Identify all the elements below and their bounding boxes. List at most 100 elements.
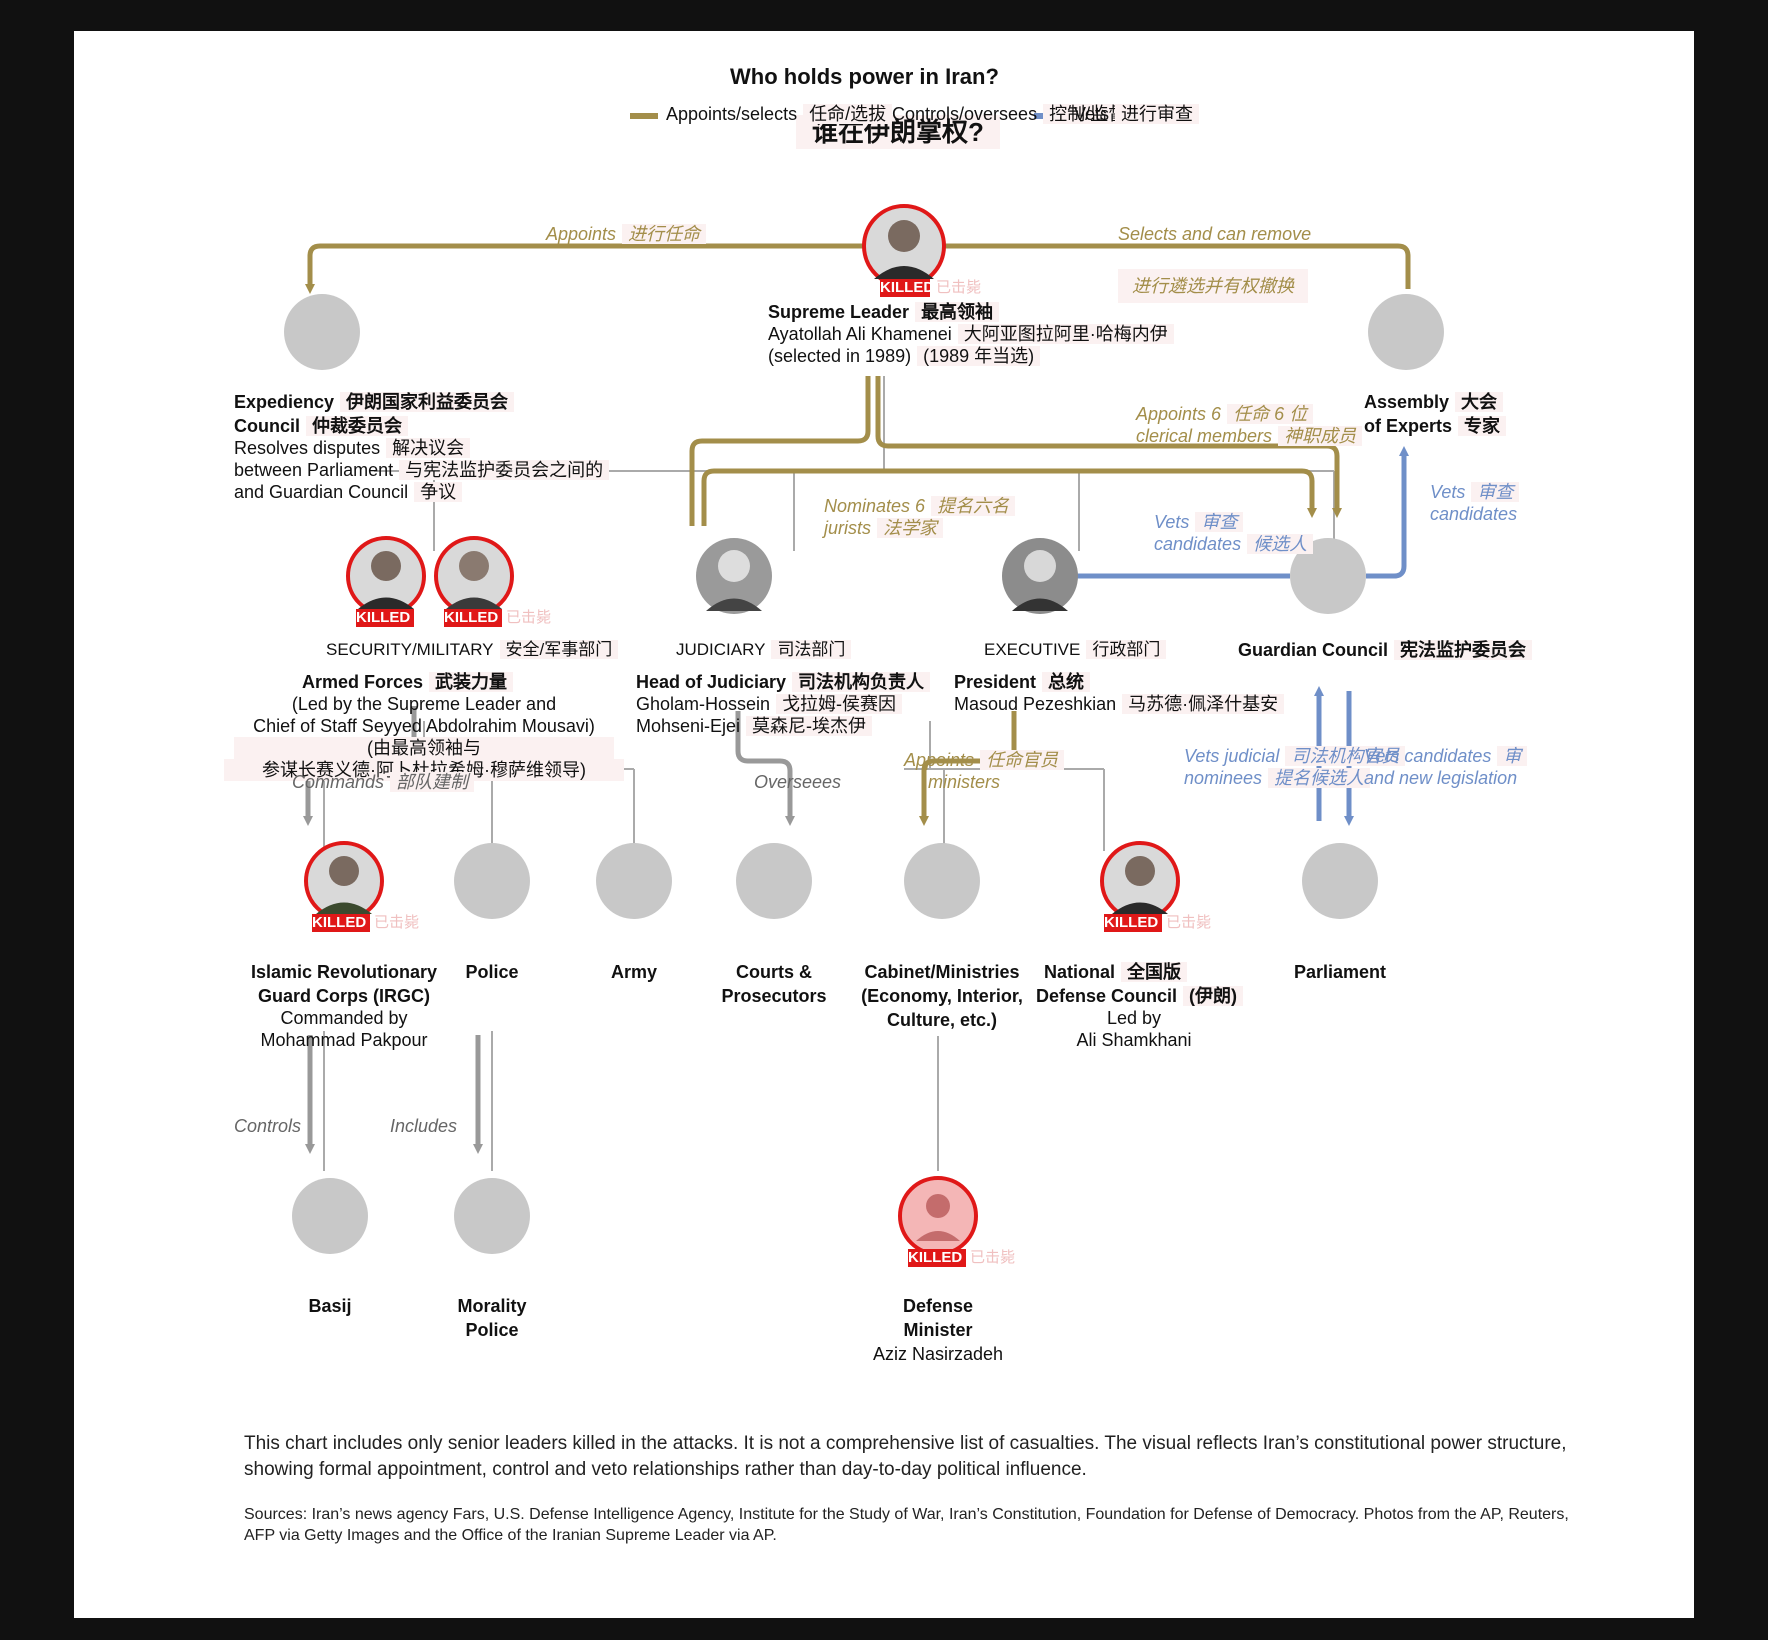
legend-swatch-appoints — [630, 113, 658, 119]
irgc-desc-1: Commanded by — [280, 1008, 408, 1028]
chart-canvas: Who holds power in Iran? 谁在伊朗掌权? Appoint… — [74, 31, 1694, 1618]
killed-badge: KILLED — [444, 609, 499, 626]
cabinet-node — [904, 843, 980, 919]
army-title: Army — [610, 962, 658, 982]
ndc-desc-1: Led by — [1106, 1008, 1162, 1028]
parliament-title: Parliament — [1293, 962, 1387, 982]
defense-minister-title-2: Minister — [903, 1320, 973, 1340]
armed-forces-desc-2: Chief of Staff Seyyed Abdolrahim Mousavi… — [253, 716, 595, 736]
killed-badge: KILLED — [312, 914, 367, 931]
armed-forces-desc-zh-1: (由最高领袖与 — [234, 737, 614, 759]
irgc-title-2: Guard Corps (IRGC) — [257, 986, 430, 1006]
ndc-title-2: Defense Council(伊朗) — [1036, 985, 1244, 1007]
morality-node — [454, 1178, 530, 1254]
courts-node — [736, 843, 812, 919]
edge-label-controls: Controls — [234, 1116, 302, 1136]
defense-minister-name: Aziz Nasirzadeh — [872, 1344, 1004, 1364]
ndc-desc-2: Ali Shamkhani — [1076, 1030, 1192, 1050]
courts-title-1: Courts & — [736, 962, 812, 982]
killed-badge: KILLED — [880, 279, 935, 296]
basij-title: Basij — [308, 1296, 352, 1316]
defense-minister-title-1: Defense — [902, 1296, 974, 1316]
killed-badge-zh: 已击毙 — [1166, 914, 1212, 931]
edge-label-includes: Includes — [390, 1116, 458, 1136]
police-title: Police — [465, 962, 519, 982]
killed-badge-zh: 已击毙 — [970, 1249, 1016, 1266]
killed-badge: KILLED — [1104, 914, 1159, 931]
assembly-node — [1368, 294, 1444, 370]
killed-badge-zh: 已击毙 — [936, 279, 982, 296]
portrait-president — [1002, 538, 1078, 614]
diagram-graphics — [284, 113, 1444, 1267]
edge-label-selects: Selects and can remove — [1118, 224, 1312, 244]
cabinet-title-3: Culture, etc.) — [886, 1010, 997, 1030]
page-title: Who holds power in Iran? — [730, 64, 999, 89]
portrait-ndc-killed — [1100, 841, 1180, 932]
killed-badge: KILLED — [908, 1249, 963, 1266]
portrait-irgc-killed — [304, 841, 384, 932]
killed-badge-zh: 已击毙 — [374, 914, 420, 931]
cabinet-title-1: Cabinet/Ministries — [864, 962, 1020, 982]
expediency-node — [284, 294, 360, 370]
police-node — [454, 843, 530, 919]
guardian-node — [1290, 538, 1366, 614]
edge-label-oversees: Overseees — [754, 772, 842, 792]
edge-label-appoints-min-2: ministers — [928, 772, 1001, 792]
courts-title-2: Prosecutors — [721, 986, 827, 1006]
portrait-supreme-leader-killed — [862, 204, 946, 297]
portrait-judiciary — [696, 538, 772, 614]
portrait-armed-forces-2-killed — [434, 536, 514, 627]
armed-forces-desc-1: (Led by the Supreme Leader and — [291, 694, 557, 714]
killed-badge-zh: 已击毙 — [506, 609, 552, 626]
parliament-node — [1302, 843, 1378, 919]
node-circles — [284, 294, 1444, 1254]
basij-node — [292, 1178, 368, 1254]
morality-title-1: Morality — [457, 1296, 527, 1316]
irgc-title-1: Islamic Revolutionary — [250, 962, 438, 982]
killed-badge: KILLED — [356, 609, 411, 626]
irgc-desc-2: Mohammad Pakpour — [260, 1030, 428, 1050]
morality-title-2: Police — [465, 1320, 519, 1340]
chart-sources: Sources: Iran’s news agency Fars, U.S. D… — [244, 1506, 1569, 1544]
edge-label-vets-ae2: candidates — [1430, 504, 1518, 524]
armed-forces-desc-zh-2: 参谋长赛义德·阿卜杜拉希姆·穆萨维领导) — [224, 759, 624, 781]
portrait-defense-minister-killed — [898, 1176, 978, 1267]
supreme-leader-note: (selected in 1989)(1989 年当选) — [768, 345, 1041, 367]
cabinet-title-2: (Economy, Interior, — [861, 986, 1023, 1006]
